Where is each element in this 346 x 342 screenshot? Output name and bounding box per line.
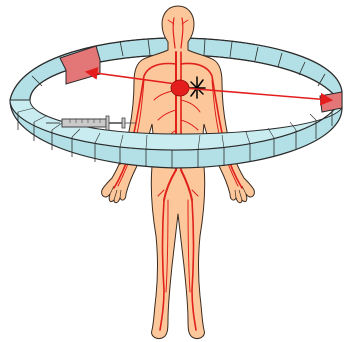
ring-highlight-segment-right: [320, 92, 342, 112]
syringe-barrel: [62, 119, 106, 127]
syringe-plunger-end: [122, 118, 125, 128]
ring-highlight-segment-left: [60, 46, 100, 84]
syringe-flange: [106, 116, 109, 130]
